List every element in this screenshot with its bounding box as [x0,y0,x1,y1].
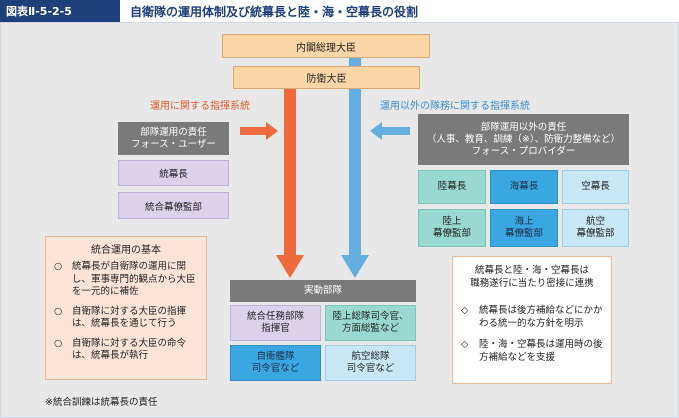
figure-title: 自衛隊の運用体制及び統幕長と陸・海・空幕長の役割 [130,4,419,19]
msdf-chief-box: 海幕長 [490,170,558,204]
force-user-line1: 部隊運用の責任 [140,126,207,138]
force-user-line2: フォース・ユーザー [131,138,216,150]
basics-item-text: 自衛隊に対する大臣の指揮は、統幕長を通じて行う [72,305,187,330]
gsdf-staff-line1: 陸上 [442,216,462,227]
asdf-staff-line1: 航空 [585,216,605,227]
operational-forces-header: 実動部隊 [230,280,416,302]
cooperation-list: ◇ 統幕長は後方補給などにかかわる統一的な方針を明示 ◇ 陸・海・空幕長は運用時… [461,305,607,364]
force-provider-line3: フォース・プロバイダー [471,145,576,157]
gsdf-staff-line2: 幕僚監部 [432,228,471,239]
operational-chain-label: 運用に関する指揮系統 [150,101,250,112]
footnote: ※統合訓練は統幕長の責任 [45,397,158,408]
jtf-line1: 統合任務部隊 [246,311,304,322]
basics-list: ○ 統幕長が自衛隊の運用に関し、軍事専門的観点から大臣を一元的に補佐 ○ 自衛隊… [54,261,202,363]
basics-item-text: 統幕長が自衛隊の運用に関し、軍事専門的観点から大臣を一元的に補佐 [72,261,196,297]
cooperation-item-text: 統幕長は後方補給などにかかわる統一的な方針を明示 [479,305,603,329]
basics-item-text: 自衛隊に対する大臣の命令は、統幕長が執行 [72,337,187,362]
gsdf-chief-box: 陸幕長 [418,170,486,204]
blue-side-arrow-shaft [380,127,410,135]
msdf-staff-office-box: 海上 幕僚監部 [490,209,558,247]
cooperation-item-text: 陸・海・空幕長は運用時の後方補給などを支援 [479,339,603,363]
defense-minister-box: 防衛大臣 [233,66,420,89]
joint-operations-basics-box: 統合運用の基本 ○ 統幕長が自衛隊の運用に関し、軍事専門的観点から大臣を一元的に… [45,236,207,380]
msdf-staff-line1: 海上 [514,216,534,227]
non-operational-arrow-shaft [349,58,361,257]
cooperation-lead: 統幕長と陸・海・空幕長は 職務遂行に当たり密接に連携 [453,264,611,290]
circle-bullet-icon: ○ [54,337,63,349]
joint-staff-office-box: 統合幕僚監部 [118,192,229,219]
operational-arrow-shaft [284,89,296,257]
asdf-staff-office-box: 航空 幕僚監部 [562,209,629,247]
asdf-chief-box: 空幕長 [562,170,629,204]
blue-side-arrow-head [370,122,382,140]
force-provider-line1: 部隊運用以外の責任 [480,121,567,133]
ground-component-line1: 陸上総隊司令官、 [332,311,409,322]
air-defense-line1: 航空総隊 [351,351,390,362]
air-defense-command-box: 航空総隊 司令官など [325,345,416,381]
ground-component-box: 陸上総隊司令官、 方面総監など [325,305,416,341]
diamond-bullet-icon: ◇ [461,305,469,316]
figure-label: 図表Ⅱ-5-2-5 [0,0,120,22]
operational-arrow-head [276,255,304,278]
ground-component-line2: 方面総監など [341,323,399,334]
cooperation-lead-line2: 職務遂行に当たり密接に連携 [470,278,594,289]
circle-bullet-icon: ○ [54,261,63,272]
jtf-commander-box: 統合任務部隊 指揮官 [230,305,321,341]
self-defense-fleet-box: 自衛艦隊 司令官など [230,345,321,381]
basics-item: ○ 自衛隊に対する大臣の命令は、統幕長が執行 [54,338,202,363]
chief-of-joint-staff-box: 統幕長 [118,160,229,186]
jtf-line2: 指揮官 [261,323,290,334]
air-defense-line2: 司令官など [346,363,395,374]
cooperation-lead-line1: 統幕長と陸・海・空幕長は [474,265,589,276]
msdf-staff-line2: 幕僚監部 [504,228,543,239]
diamond-bullet-icon: ◇ [461,339,469,350]
fleet-line2: 司令官など [251,363,300,374]
red-side-arrow-head [266,122,278,140]
prime-minister-box: 内閣総理大臣 [222,34,430,58]
circle-bullet-icon: ○ [54,305,63,317]
non-operational-chain-label: 運用以外の隊務に関する指揮系統 [380,101,530,112]
asdf-staff-line2: 幕僚監部 [576,228,615,239]
red-side-arrow-shaft [240,127,268,135]
chiefs-cooperation-box: 統幕長と陸・海・空幕長は 職務遂行に当たり密接に連携 ◇ 統幕長は後方補給などに… [452,256,612,384]
gsdf-staff-office-box: 陸上 幕僚監部 [418,209,486,247]
cooperation-item: ◇ 陸・海・空幕長は運用時の後方補給などを支援 [461,339,607,364]
fleet-line1: 自衛艦隊 [256,351,295,362]
force-user-header: 部隊運用の責任 フォース・ユーザー [118,122,229,155]
non-operational-arrow-head [341,255,369,278]
force-provider-header: 部隊運用以外の責任 （人事、教育、訓練（※）、防衛力整備など） フォース・プロバ… [418,114,629,165]
force-provider-line2: （人事、教育、訓練（※）、防衛力整備など） [426,133,621,145]
cooperation-item: ◇ 統幕長は後方補給などにかかわる統一的な方針を明示 [461,305,607,330]
basics-item: ○ 統幕長が自衛隊の運用に関し、軍事専門的観点から大臣を一元的に補佐 [54,261,202,299]
basics-item: ○ 自衛隊に対する大臣の指揮は、統幕長を通じて行う [54,306,202,331]
basics-title: 統合運用の基本 [91,245,161,256]
